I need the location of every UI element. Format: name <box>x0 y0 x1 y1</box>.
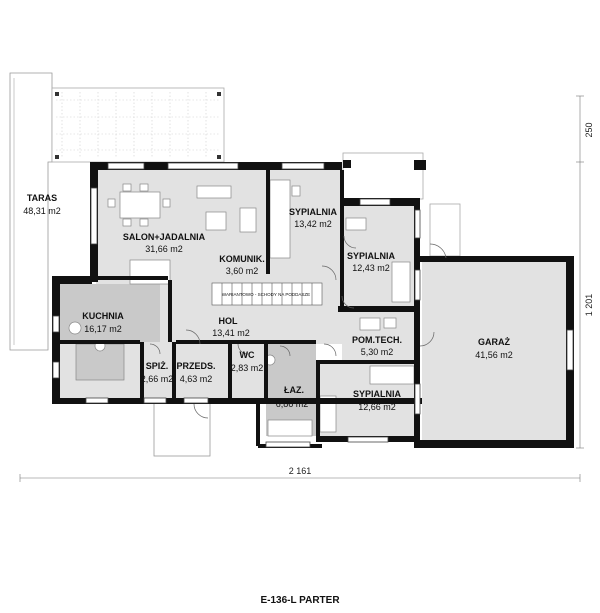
room-name-garaz: GARAŻ <box>478 337 510 347</box>
dimension-lines <box>19 95 584 482</box>
room-name-salon: SALON+JADALNIA <box>123 232 206 242</box>
bay-window-outline <box>342 152 424 200</box>
room-area-salon: 31,66 m2 <box>145 244 183 254</box>
room-name-sypialnia-3: SYPIALNIA <box>353 389 402 399</box>
room-area-taras: 48,31 m2 <box>23 206 61 216</box>
room-area-pom-tech: 5,30 m2 <box>361 347 394 357</box>
room-area-sypialnia-2: 12,43 m2 <box>352 263 390 273</box>
entrance-canopy <box>153 399 211 457</box>
room-area-garaz: 41,56 m2 <box>475 350 513 360</box>
room-name-kuchnia: KUCHNIA <box>82 311 124 321</box>
room-name-sypialnia-1: SYPIALNIA <box>289 207 338 217</box>
room-area-przeds: 4,63 m2 <box>180 374 213 384</box>
room-name-sypialnia-2: SYPIALNIA <box>347 251 396 261</box>
room-name-hol: HOL <box>219 316 239 326</box>
terrace <box>9 72 225 351</box>
room-labels: TARAS 48,31 m2 SALON+JADALNIA 31,66 m2 K… <box>23 193 513 412</box>
room-name-spiz: SPIŻ. <box>146 361 169 371</box>
plan-title: E-136-L PARTER <box>260 595 340 606</box>
room-name-przeds: PRZEDS. <box>176 361 215 371</box>
room-area-laz: 6,86 m2 <box>276 399 309 409</box>
room-name-taras: TARAS <box>27 193 57 203</box>
room-area-sypialnia-3: 12,66 m2 <box>358 402 396 412</box>
stairs-note: WARIANTOWO - SCHODY NA PODDASZE <box>222 292 310 297</box>
doors <box>149 235 447 419</box>
stairs <box>211 282 323 306</box>
dimension-total-width: 2 161 <box>289 466 312 476</box>
dimension-total-depth: 1 201 <box>584 294 594 317</box>
dimension-terrace-depth: 250 <box>584 122 594 137</box>
room-area-wc: 2,83 m2 <box>231 363 264 373</box>
room-name-laz: ŁAZ. <box>284 385 304 395</box>
room-name-komunik: KOMUNIK. <box>219 254 265 264</box>
garage-roof-edge <box>429 203 461 257</box>
room-area-spiz: 2,66 m2 <box>141 374 174 384</box>
room-area-kuchnia: 16,17 m2 <box>84 324 122 334</box>
room-area-sypialnia-1: 13,42 m2 <box>294 219 332 229</box>
room-area-hol: 13,41 m2 <box>212 328 250 338</box>
room-name-pom-tech: POM.TECH. <box>352 335 402 345</box>
room-area-komunik: 3,60 m2 <box>226 266 259 276</box>
windows <box>52 162 574 448</box>
room-name-wc: WC <box>240 350 255 360</box>
